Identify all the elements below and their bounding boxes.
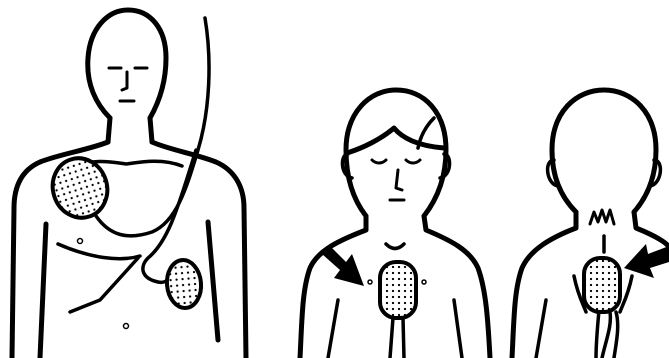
child-back-hair-tufts [590,210,614,224]
adult-face [109,68,147,101]
child-back-head [552,90,656,212]
child-front-face [372,160,420,200]
adult-nipple-right [78,239,83,244]
child-front-arrow [322,246,364,286]
adult-navel [124,324,129,329]
child-front-hair [350,128,444,152]
adult-figure [12,10,246,358]
child-front-nipple-left [422,280,426,284]
adult-neck [108,118,110,142]
child-back-figure [512,90,669,358]
child-front-pad [380,262,416,318]
child-front-head [346,90,446,216]
child-back-pad [584,258,620,312]
child-front-nipple-right [368,280,372,284]
adult-pad-lower-side [165,259,203,310]
adult-torso-right [152,142,246,358]
child-back-arrow [624,244,669,278]
child-front-figure [300,90,490,358]
